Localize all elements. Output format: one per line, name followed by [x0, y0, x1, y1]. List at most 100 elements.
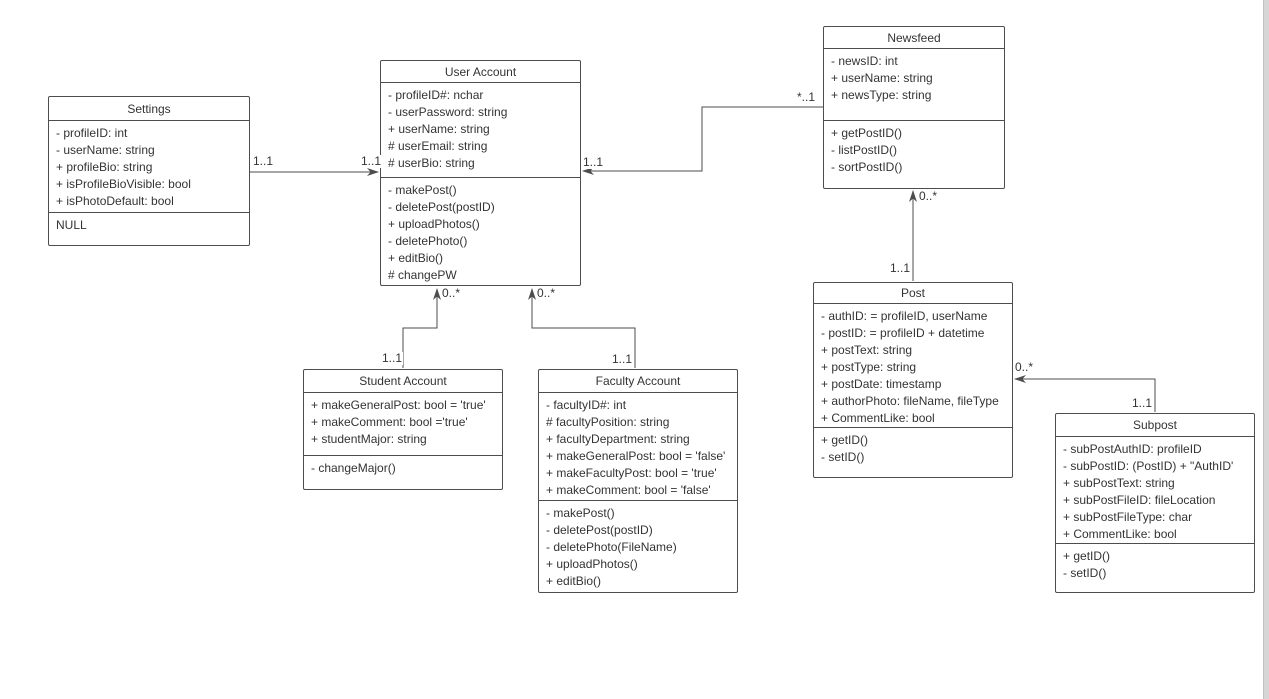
- class-attribute: + isPhotoDefault: bool: [56, 194, 174, 208]
- class-method: + getPostID(): [831, 126, 903, 140]
- attributes-section: - newsID: int + userName: string + newsTyp…: [824, 49, 1004, 121]
- class-attribute: + userName: string: [388, 122, 490, 136]
- class-attribute: - subPostID: (PostID) + "AuthID': [1063, 459, 1234, 473]
- attributes-section: - profileID: int - userName: string + prof…: [49, 121, 249, 213]
- class-user-account[interactable]: User Account - profileID#: nchar - userPa…: [380, 60, 581, 286]
- methods-section: - makePost()- deletePost(postID)+ upload…: [381, 178, 580, 285]
- class-method: - makePost(): [546, 506, 615, 520]
- attributes-section: - subPostAuthID: profileID - subPostID: (…: [1056, 437, 1254, 544]
- multiplicity-label: 1..1: [611, 352, 634, 366]
- multiplicity-label: 1..1: [889, 261, 912, 275]
- methods-section: NULL: [49, 213, 249, 245]
- class-attribute: + subPostFileID: fileLocation: [1063, 493, 1216, 507]
- class-attribute: - userName: string: [56, 143, 155, 157]
- multiplicity-label: 0..*: [1014, 360, 1035, 374]
- multiplicity-label: 1..1: [360, 154, 383, 168]
- class-faculty-account[interactable]: Faculty Account - facultyID#: int # facul…: [538, 369, 738, 593]
- connector-student-account-to-user-account[interactable]: [402, 288, 441, 368]
- class-attribute: + userName: string: [831, 71, 933, 85]
- vertical-scrollbar[interactable]: [1263, 0, 1269, 699]
- class-student-account[interactable]: Student Account + makeGeneralPost: bool …: [303, 369, 503, 490]
- class-attribute: - profileID: int: [56, 126, 128, 140]
- class-title: Subpost: [1056, 414, 1254, 437]
- class-attribute: + profileBio: string: [56, 160, 153, 174]
- class-method: - setID(): [821, 450, 865, 464]
- multiplicity-label: 1..1: [582, 155, 605, 169]
- class-attribute: - profileID#: nchar: [388, 88, 484, 102]
- class-attribute: + studentMajor: string: [311, 432, 427, 446]
- class-attribute: + makeComment: bool ='true': [311, 415, 468, 429]
- class-attribute: + postType: string: [821, 360, 917, 374]
- class-method: - sortPostID(): [831, 160, 903, 174]
- class-attribute: + postDate: timestamp: [821, 377, 942, 391]
- multiplicity-label: 0..*: [918, 189, 939, 203]
- class-newsfeed[interactable]: Newsfeed - newsID: int + userName: string…: [823, 26, 1005, 189]
- class-method: NULL: [56, 218, 87, 232]
- multiplicity-label: 1..1: [252, 154, 275, 168]
- class-title: Student Account: [304, 370, 502, 393]
- multiplicity-label: 0..*: [536, 286, 557, 300]
- class-attribute: - authID: = profileID, userName: [821, 309, 988, 323]
- class-attribute: - userPassword: string: [388, 105, 508, 119]
- multiplicity-label: 1..1: [381, 351, 404, 365]
- class-method: - deletePhoto(): [388, 234, 468, 248]
- attributes-section: + makeGeneralPost: bool = 'true' + makeCo…: [304, 393, 502, 456]
- class-attribute: + CommentLike: bool: [821, 411, 935, 425]
- class-method: + editBio(): [388, 251, 444, 265]
- class-attribute: + CommentLike: bool: [1063, 527, 1177, 541]
- methods-section: + getID() - setID(): [814, 428, 1012, 477]
- class-attribute: - postID: = profileID + datetime: [821, 326, 985, 340]
- class-settings[interactable]: Settings - profileID: int - userName: str…: [48, 96, 250, 246]
- class-attribute: + subPostText: string: [1063, 476, 1175, 490]
- class-attribute: - newsID: int: [831, 54, 898, 68]
- class-method: + editBio(): [546, 574, 602, 588]
- attributes-section: - profileID#: nchar - userPassword: strin…: [381, 83, 580, 178]
- multiplicity-label: 0..*: [441, 286, 462, 300]
- class-attribute: + authorPhoto: fileName, fileType: [821, 394, 999, 408]
- class-method: + getID(): [821, 433, 869, 447]
- class-method: # changePW: [388, 268, 457, 282]
- class-title: Faculty Account: [539, 370, 737, 393]
- connector-newsfeed-to-user-account[interactable]: [582, 106, 823, 175]
- class-attribute: + newsType: string: [831, 88, 932, 102]
- multiplicity-label: 1..1: [1131, 396, 1154, 410]
- class-attribute: # facultyPosition: string: [546, 415, 670, 429]
- methods-section: + getID() - setID(): [1056, 544, 1254, 592]
- class-attribute: + subPostFileType: char: [1063, 510, 1193, 524]
- class-title: Post: [814, 283, 1012, 304]
- methods-section: - changeMajor(): [304, 456, 502, 489]
- connector-faculty-account-to-user-account[interactable]: [528, 288, 636, 368]
- class-attribute: + isProfileBioVisible: bool: [56, 177, 191, 191]
- class-method: + getID(): [1063, 549, 1111, 563]
- class-title: User Account: [381, 61, 580, 83]
- methods-section: - makePost() - deletePost(postID) - delete…: [539, 501, 737, 592]
- class-attribute: + makeComment: bool = 'false': [546, 483, 711, 497]
- multiplicity-label: *..1: [796, 90, 817, 104]
- class-subpost[interactable]: Subpost - subPostAuthID: profileID- subP…: [1055, 413, 1255, 593]
- class-attribute: # userBio: string: [388, 156, 475, 170]
- class-attribute: + makeGeneralPost: bool = 'false': [546, 449, 726, 463]
- connector-subpost-to-post[interactable]: [1014, 375, 1156, 412]
- class-attribute: + facultyDepartment: string: [546, 432, 690, 446]
- class-attribute: + postText: string: [821, 343, 913, 357]
- class-method: - changeMajor(): [311, 461, 396, 475]
- class-method: - setID(): [1063, 566, 1107, 580]
- attributes-section: - authID: = profileID, userName - postID:…: [814, 304, 1012, 428]
- class-attribute: + makeFacultyPost: bool = 'true': [546, 466, 717, 480]
- class-method: - listPostID(): [831, 143, 897, 157]
- methods-section: + getPostID() - listPostID() - sortPostID(…: [824, 121, 1004, 188]
- class-method: + uploadPhotos(): [546, 557, 638, 571]
- class-attribute: # userEmail: string: [388, 139, 488, 153]
- class-title: Settings: [49, 97, 249, 121]
- class-attribute: - facultyID#: int: [546, 398, 627, 412]
- class-method: + uploadPhotos(): [388, 217, 480, 231]
- class-post[interactable]: Post - authID: = profileID, userName - po…: [813, 282, 1013, 478]
- class-attribute: - subPostAuthID: profileID: [1063, 442, 1202, 456]
- class-attribute: + makeGeneralPost: bool = 'true': [311, 398, 486, 412]
- class-title: Newsfeed: [824, 27, 1004, 49]
- class-method: - deletePhoto(FileName): [546, 540, 677, 554]
- class-method: - makePost(): [388, 183, 457, 197]
- class-method: - deletePost(postID): [546, 523, 653, 537]
